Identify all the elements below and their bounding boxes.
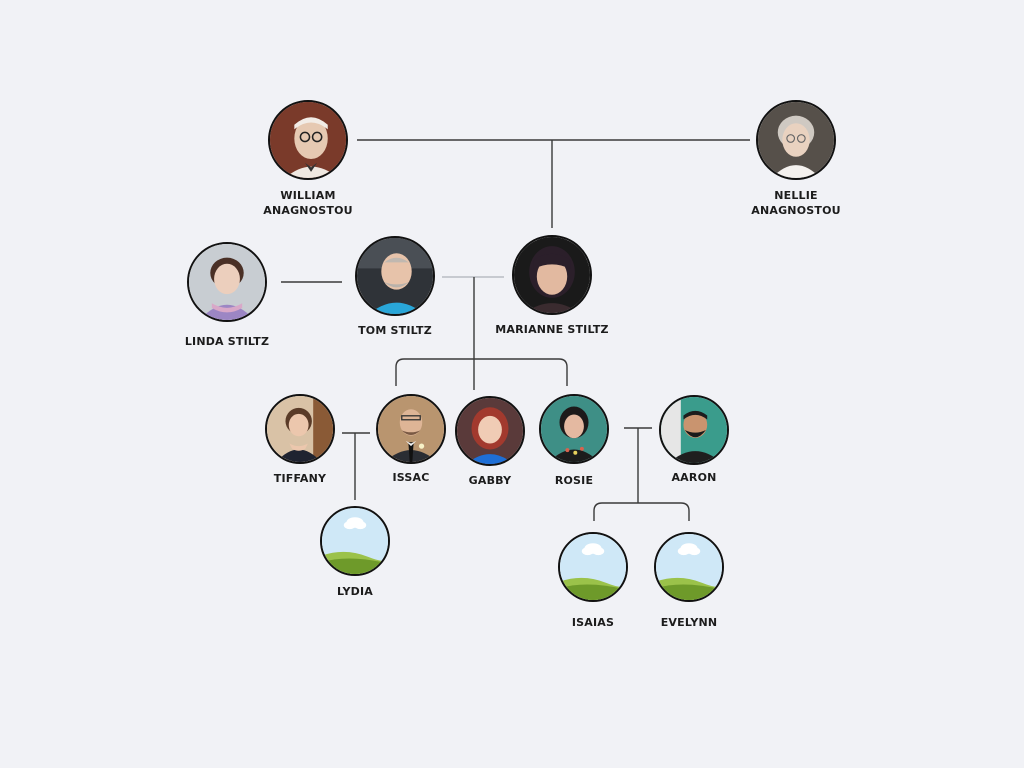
- person-name-evelynn: EVELYNN: [619, 615, 759, 630]
- person-name-william: WILLIAM ANAGNOSTOU: [238, 188, 378, 218]
- person-name-rosie: ROSIE: [504, 473, 644, 488]
- sibling-bracket-isaias-evelynn: [594, 503, 689, 521]
- person-name-tom: TOM STILTZ: [325, 323, 465, 338]
- photo-man-suit: [378, 396, 444, 462]
- avatar-marianne[interactable]: [512, 235, 592, 315]
- avatar-tiffany[interactable]: [265, 394, 335, 464]
- avatar-gabby[interactable]: [455, 396, 525, 466]
- avatar-tom[interactable]: [355, 236, 435, 316]
- sibling-bracket-issac-rosie: [396, 359, 567, 386]
- photo-man-beard: [661, 397, 727, 463]
- person-name-aaron: AARON: [624, 470, 764, 485]
- person-name-lydia: LYDIA: [285, 584, 425, 599]
- person-name-marianne: MARIANNE STILTZ: [482, 322, 622, 337]
- placeholder-landscape: [322, 508, 388, 574]
- avatar-william[interactable]: [268, 100, 348, 180]
- person-name-nellie: NELLIE ANAGNOSTOU: [726, 188, 866, 218]
- avatar-linda[interactable]: [187, 242, 267, 322]
- avatar-issac[interactable]: [376, 394, 446, 464]
- avatar-lydia[interactable]: [320, 506, 390, 576]
- avatar-aaron[interactable]: [659, 395, 729, 465]
- photo-elderly-woman: [758, 102, 834, 178]
- avatar-rosie[interactable]: [539, 394, 609, 464]
- photo-man-glasses-sepia: [270, 102, 346, 178]
- photo-woman-short-hair: [189, 244, 265, 320]
- placeholder-landscape: [560, 534, 626, 600]
- avatar-evelynn[interactable]: [654, 532, 724, 602]
- photo-woman-red-hair: [457, 398, 523, 464]
- person-name-linda: LINDA STILTZ: [157, 334, 297, 349]
- photo-woman-dark-dress: [267, 396, 333, 462]
- photo-woman-teal-background: [541, 396, 607, 462]
- avatar-isaias[interactable]: [558, 532, 628, 602]
- photo-man-in-car: [357, 238, 433, 314]
- avatar-nellie[interactable]: [756, 100, 836, 180]
- photo-woman-dark-hair: [514, 237, 590, 313]
- placeholder-landscape: [656, 534, 722, 600]
